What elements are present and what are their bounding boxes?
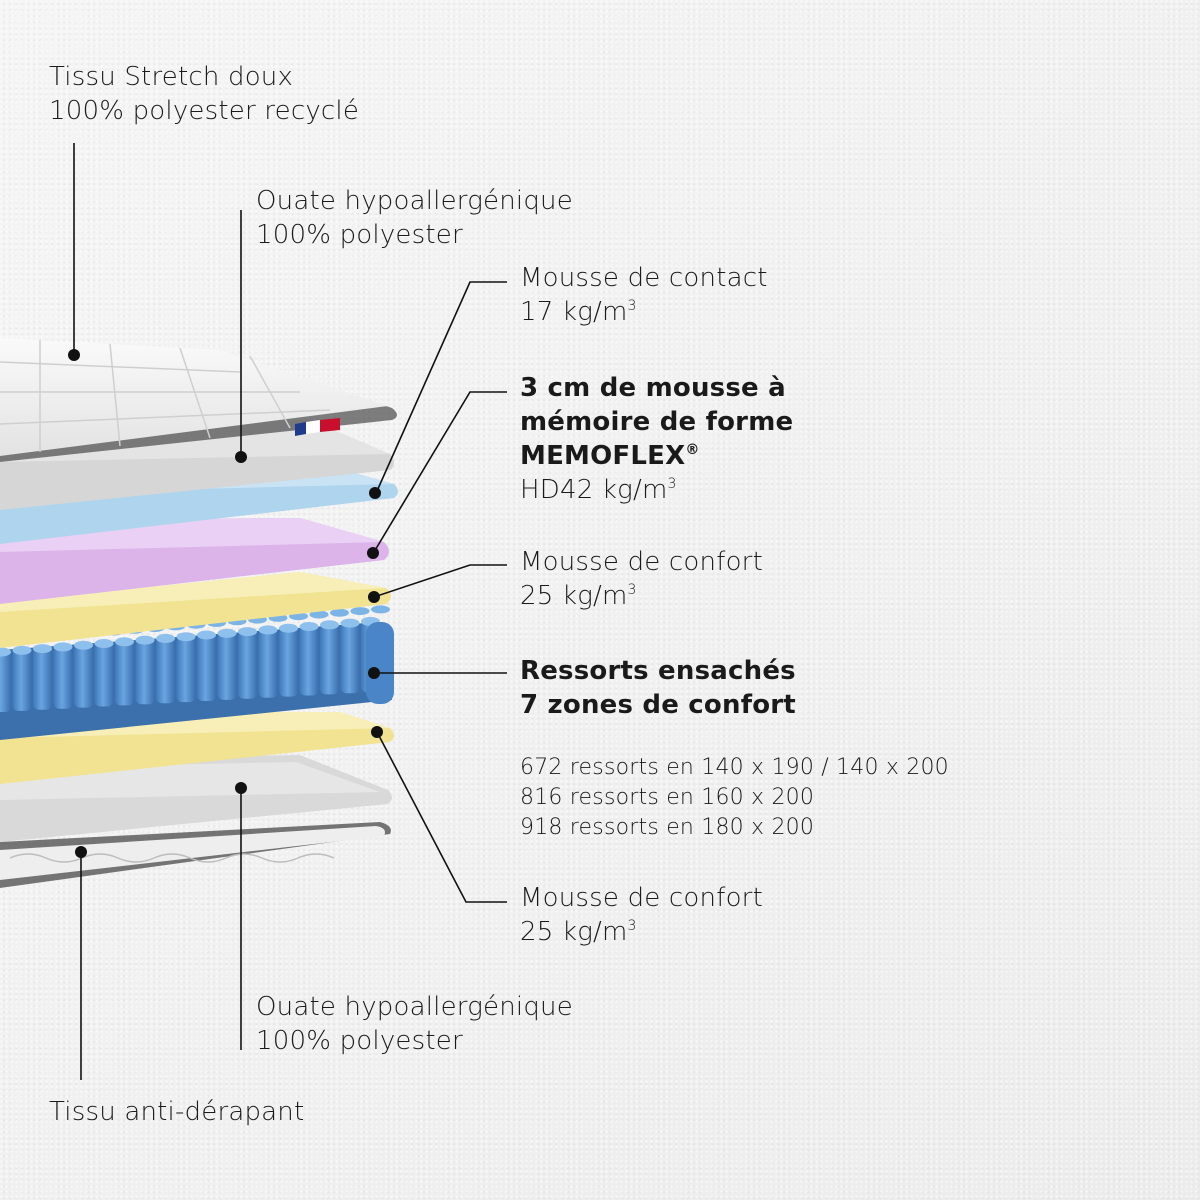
label-springs: Ressorts ensachés 7 zones de confort — [520, 656, 796, 720]
spring-coil — [238, 631, 257, 699]
leader-lines — [73, 143, 507, 1080]
label-top-fabric: Tissu Stretch doux 100% polyester recycl… — [49, 62, 360, 126]
spring-end-coil — [366, 622, 394, 704]
spring-coil — [74, 645, 93, 708]
spring-back-cap — [309, 610, 329, 619]
spring-coil — [217, 633, 237, 700]
dot-memory-foam — [367, 547, 379, 559]
anti-slip-fabric-layer — [0, 822, 391, 888]
label-contact-foam: Mousse de contact 17 kg/m3 — [520, 263, 768, 327]
spring-cap — [0, 647, 11, 657]
spring-coil — [299, 626, 319, 696]
spring-coil — [94, 643, 114, 707]
spring-cap — [279, 623, 298, 633]
spring-coil — [320, 624, 339, 695]
spring-back-cap — [350, 607, 370, 616]
spring-coil — [115, 641, 134, 706]
spring-coil — [258, 629, 278, 698]
french-flag-icon — [295, 418, 340, 436]
spring-cap — [299, 622, 319, 631]
spring-cap — [115, 637, 134, 647]
spring-count-2: 816 ressorts en 160 x 200 — [520, 785, 815, 810]
spring-cap — [340, 618, 360, 628]
label-bottom-wadding: Ouate hypoallergénique 100% polyester — [256, 992, 573, 1056]
spring-coil — [176, 636, 196, 703]
spring-count-3: 918 ressorts en 180 x 200 — [520, 815, 815, 840]
leader-contact-foam — [376, 281, 507, 492]
spring-cap — [217, 628, 237, 638]
spring-cap — [53, 642, 73, 652]
spring-cap — [176, 632, 196, 642]
label-comfort-top: Mousse de confort 25 kg/m3 — [520, 547, 763, 611]
spring-coil — [0, 652, 11, 712]
dot-anti-slip — [75, 846, 87, 858]
label-memory-foam: 3 cm de mousse à mémoire de forme MEMOFL… — [520, 373, 794, 505]
leader-memory-foam — [373, 391, 507, 553]
label-anti-slip: Tissu anti-dérapant — [49, 1097, 305, 1127]
spring-cap — [320, 620, 339, 630]
spring-cap — [33, 644, 52, 654]
spring-cap — [135, 635, 155, 645]
dot-springs — [368, 667, 380, 679]
spring-coil — [197, 635, 216, 701]
spring-coil — [12, 650, 32, 711]
spring-back-cap — [330, 608, 349, 617]
dot-comfort-top — [368, 591, 380, 603]
label-top-wadding: Ouate hypoallergénique 100% polyester — [256, 186, 573, 250]
top-stretch-fabric-layer — [0, 338, 397, 462]
spring-coil — [340, 623, 360, 694]
leader-comfort-bottom — [376, 731, 507, 903]
spring-cap — [197, 630, 216, 640]
top-comfort-foam-layer — [0, 572, 391, 648]
leader-comfort-top — [373, 564, 507, 598]
spring-cap — [74, 640, 93, 650]
pocket-springs-layer — [0, 605, 394, 740]
spring-coil — [156, 638, 175, 704]
dot-comfort-bottom — [371, 726, 383, 738]
label-spring-counts: 672 ressorts en 140 x 190 / 140 x 200 81… — [520, 753, 949, 843]
spring-cap — [238, 627, 257, 637]
dot-top-fabric — [68, 349, 80, 361]
spring-cap — [12, 645, 32, 655]
spring-coil — [135, 640, 155, 705]
spring-cap — [258, 625, 278, 635]
dot-bottom-wadding — [235, 782, 247, 794]
spring-back-cap — [371, 605, 390, 614]
label-comfort-bottom: Mousse de confort 25 kg/m3 — [520, 883, 763, 947]
spring-count-1: 672 ressorts en 140 x 190 / 140 x 200 — [520, 755, 949, 780]
leader-dots — [68, 349, 383, 858]
dot-contact-foam — [369, 487, 381, 499]
spring-coil — [279, 628, 298, 697]
spring-cap — [94, 639, 114, 648]
spring-cap — [156, 633, 175, 643]
dot-top-wadding — [235, 451, 247, 463]
spring-coil — [33, 648, 52, 710]
spring-coil — [53, 646, 73, 709]
